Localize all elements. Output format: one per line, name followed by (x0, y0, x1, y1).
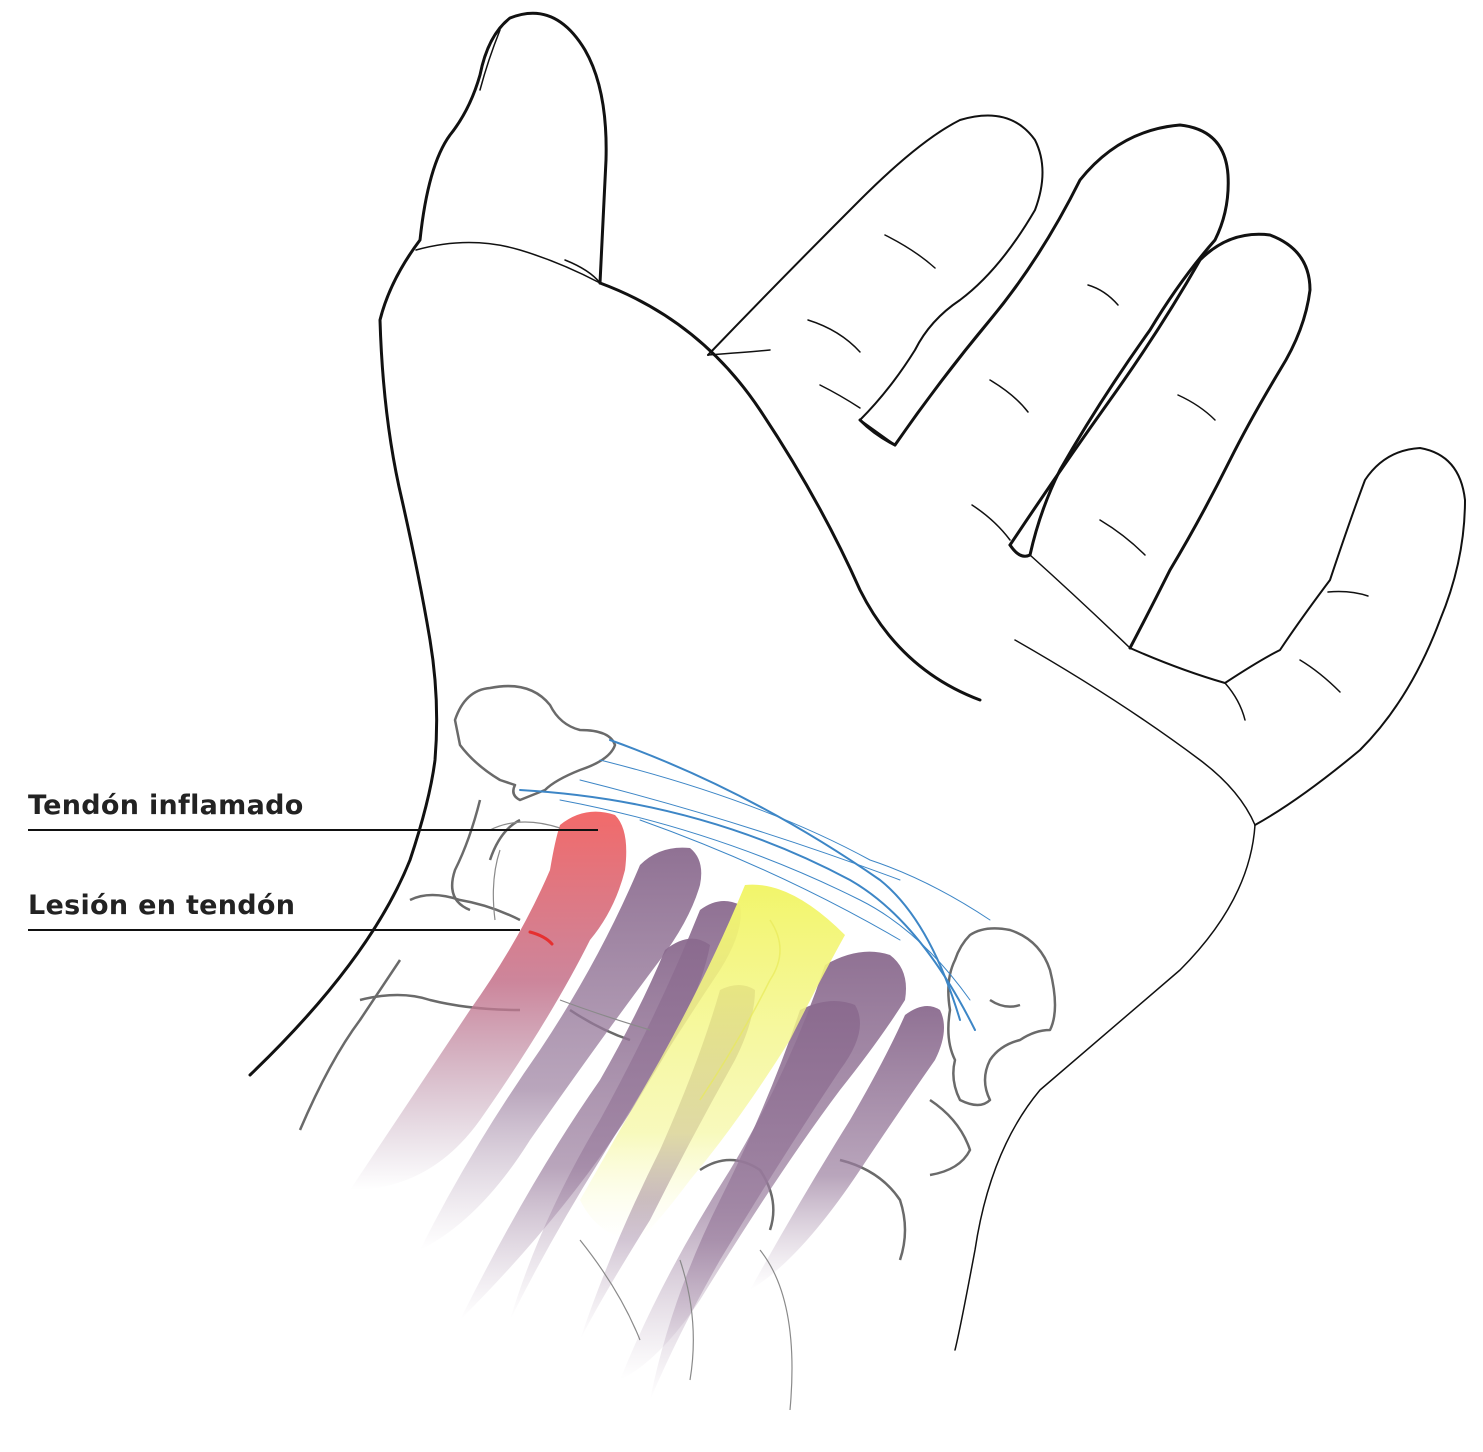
middle-crease-b (990, 380, 1028, 412)
middle-crease-c (972, 505, 1010, 540)
pisiform-bone (930, 1100, 970, 1175)
little-base-join (1225, 683, 1245, 720)
middle-finger (895, 125, 1228, 556)
flexor-tendons (350, 812, 944, 1400)
ring-crease-b (1100, 520, 1145, 555)
lunate-bone (490, 820, 520, 860)
ulna-inner (990, 1000, 1020, 1007)
little-crease-b (1300, 660, 1340, 692)
index-crease-c (820, 385, 860, 408)
label-tendon-lesion: Lesión en tendón (28, 890, 295, 921)
ring-base-line (1030, 555, 1130, 648)
index-crease-a (885, 235, 935, 268)
palm-side-line (708, 350, 770, 355)
index-crease-b (808, 320, 860, 352)
palm-hypothenar-line (1015, 640, 1255, 825)
little-finger (1130, 448, 1465, 825)
ulna-bone (948, 928, 1055, 1105)
little-crease-a (1328, 592, 1368, 597)
label-inflamed-tendon: Tendón inflamado (28, 790, 304, 821)
middle-crease-a (1088, 285, 1118, 305)
ulnar-edge (955, 825, 1255, 1350)
ring-crease-a (1178, 395, 1215, 420)
palm-thenar-line (600, 283, 980, 700)
ring-finger (1010, 234, 1310, 648)
index-finger (708, 116, 1043, 446)
metacarpal-2 (300, 960, 400, 1130)
scaphoid-bone (452, 800, 480, 910)
